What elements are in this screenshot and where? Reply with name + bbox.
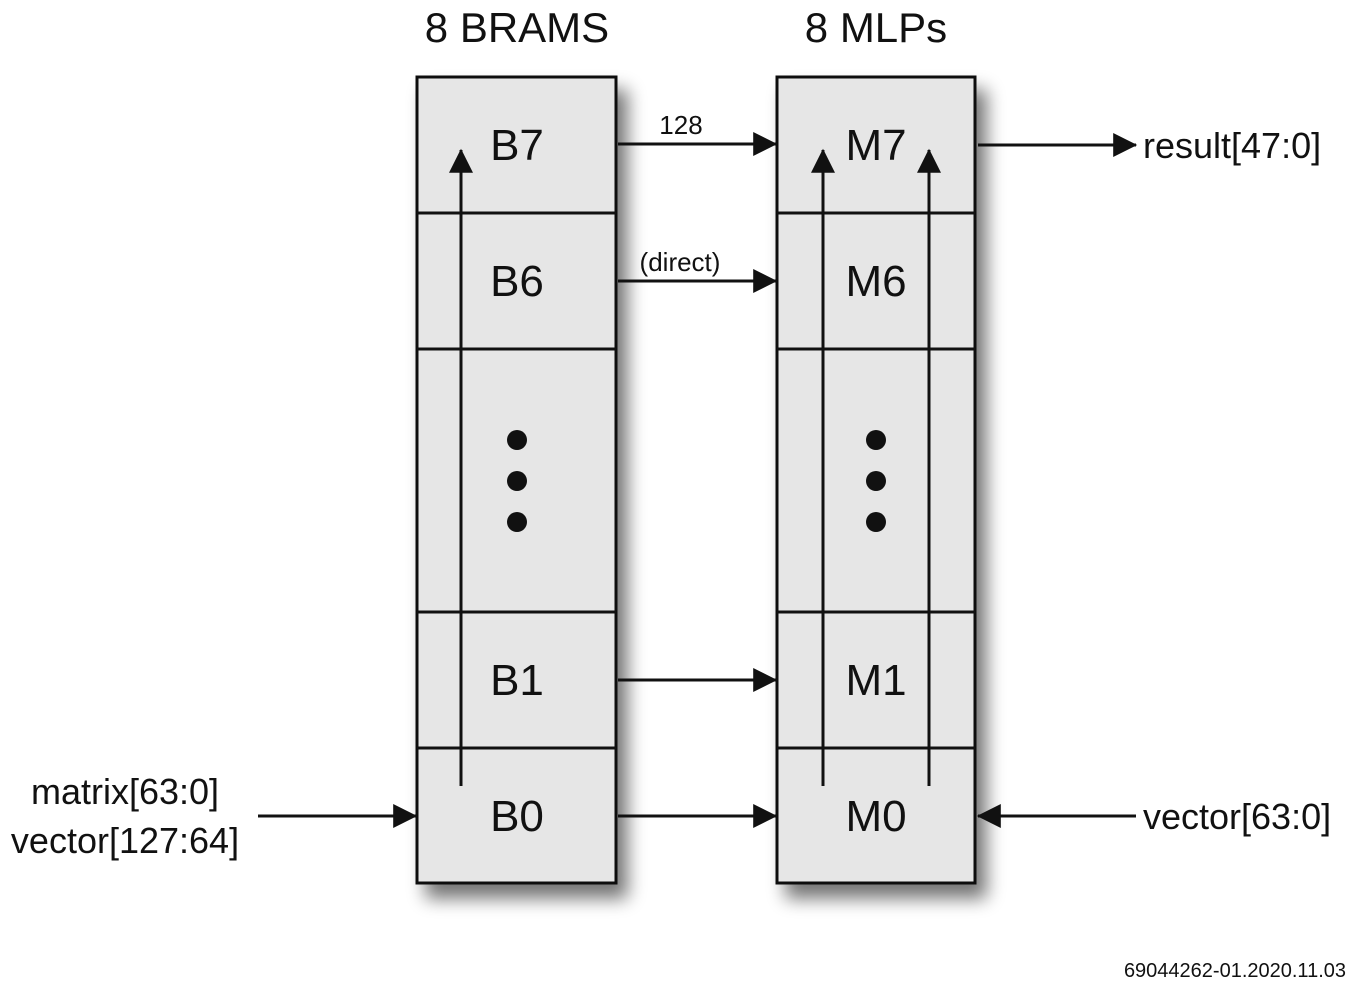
brams-title: 8 BRAMS	[425, 4, 609, 51]
figure-id: 69044262-01.2020.11.03	[1124, 960, 1346, 982]
mlp-m7-label: M7	[845, 121, 906, 170]
mlp-dividers	[777, 211, 975, 750]
bram-b1-label: B1	[490, 656, 544, 705]
mlp-m1-label: M1	[845, 656, 906, 705]
bram-b0-label: B0	[490, 792, 544, 841]
bram-dividers	[417, 211, 616, 750]
bus-width-label: 128	[659, 110, 702, 140]
bram-b7-label: B7	[490, 121, 544, 170]
result-output-label: result[47:0]	[1143, 125, 1321, 166]
matrix-input-label: matrix[63:0]	[31, 771, 219, 812]
vector-low-input-label: vector[63:0]	[1143, 796, 1331, 837]
mlp-m6-label: M6	[845, 257, 906, 306]
vector-high-input-label: vector[127:64]	[11, 820, 239, 861]
mlps-title: 8 MLPs	[805, 4, 947, 51]
mlp-ellipsis-dots	[866, 430, 886, 532]
bram-ellipsis-dots	[507, 430, 527, 532]
bram-b6-label: B6	[490, 257, 544, 306]
mlp-m0-label: M0	[845, 792, 906, 841]
direct-label: (direct)	[640, 247, 721, 277]
